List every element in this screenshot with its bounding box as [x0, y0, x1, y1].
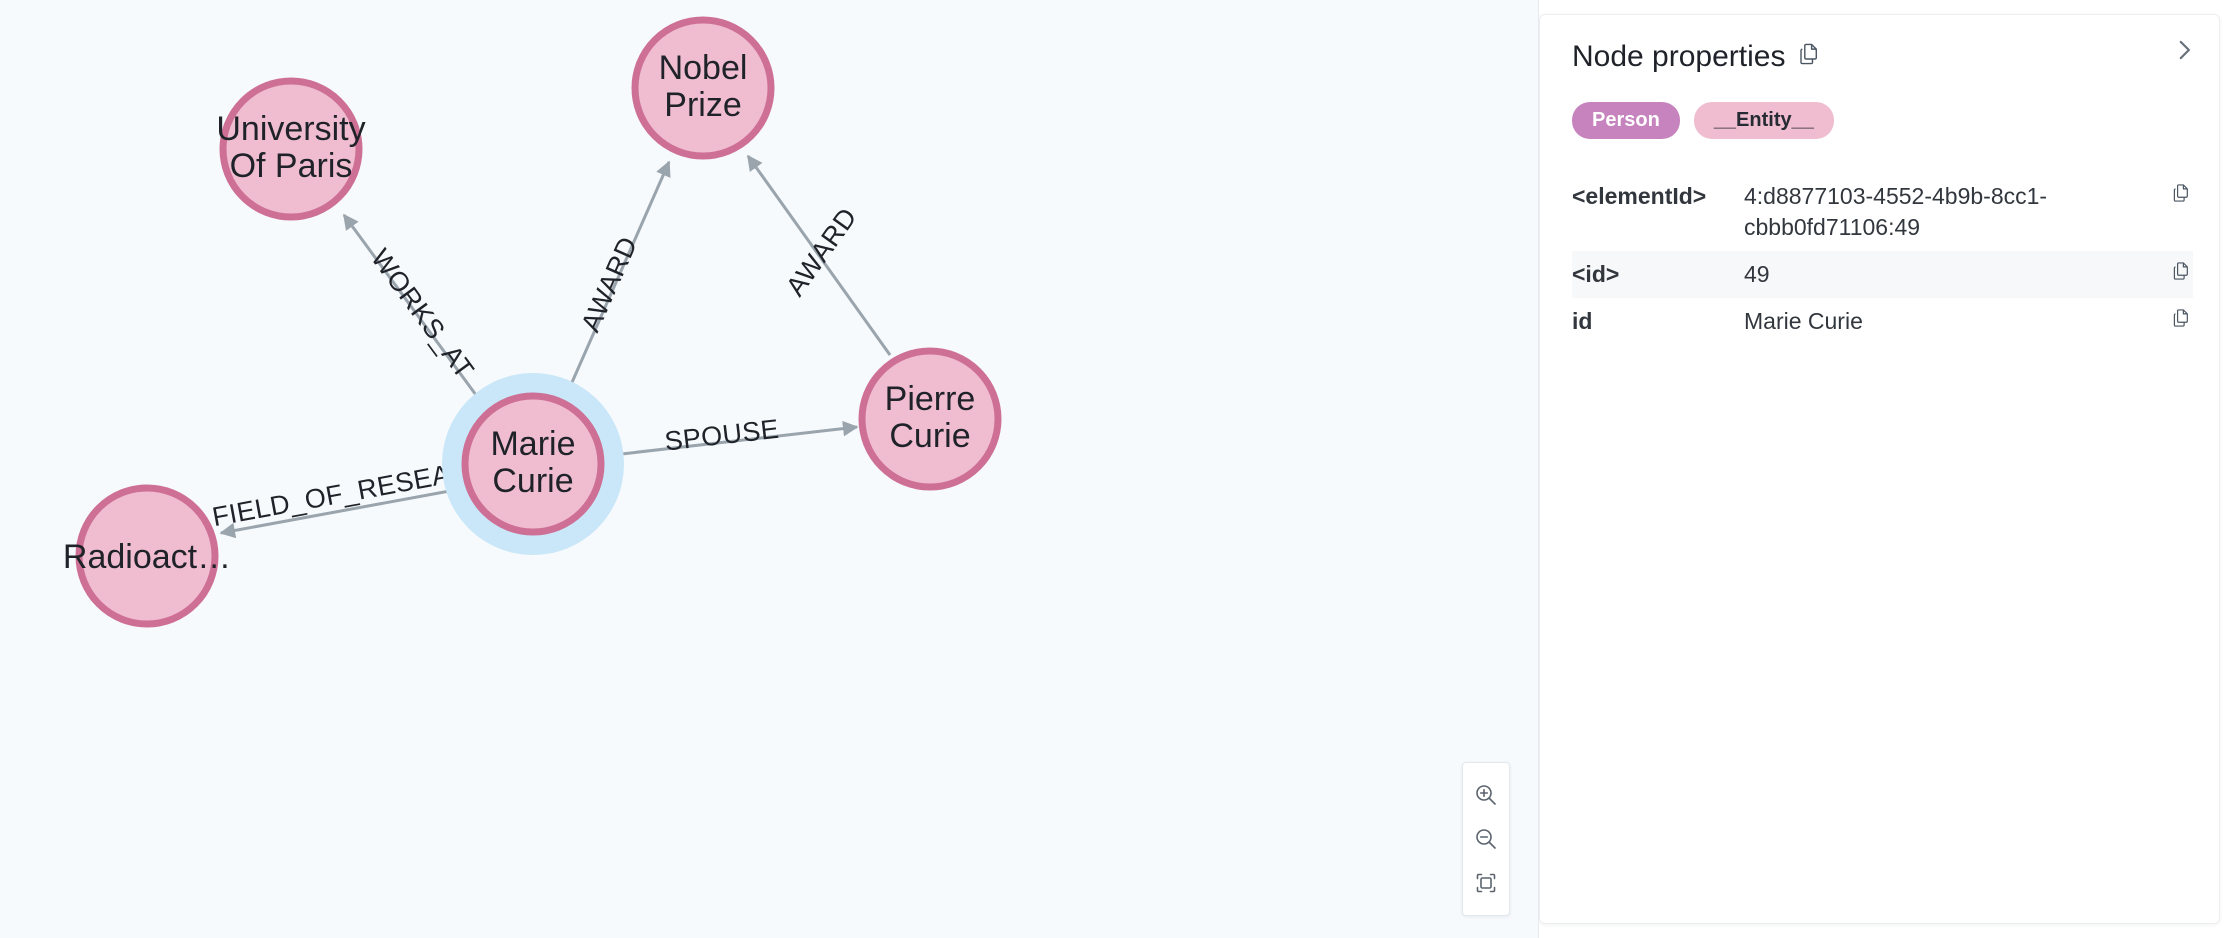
zoom-out-button[interactable]: [1463, 817, 1509, 861]
table-row: <elementId> 4:d8877103-4552-4b9b-8cc1-cb…: [1572, 173, 2193, 251]
collapse-panel-button[interactable]: [2167, 33, 2201, 67]
property-key: <elementId>: [1572, 183, 1707, 209]
fit-to-screen-button[interactable]: [1463, 861, 1509, 905]
graph-node-marie-curie[interactable]: Marie Curie: [442, 373, 624, 555]
property-value: 49: [1744, 261, 1770, 288]
property-copy-cell: [2153, 298, 2193, 345]
chevron-right-icon: [2179, 40, 2190, 60]
node-label-chip-entity[interactable]: __Entity__: [1693, 102, 1834, 139]
node-label-line: Pierre: [885, 380, 976, 418]
edge-award-pierre[interactable]: AWARD: [746, 154, 892, 356]
property-copy-cell: [2153, 251, 2193, 298]
zoom-in-button[interactable]: [1463, 773, 1509, 817]
zoom-in-icon: [1476, 785, 1496, 805]
nodes-layer: University Of Paris Nobel Prize Pierre C…: [63, 16, 1002, 628]
fit-to-screen-icon: [1476, 873, 1496, 893]
edge-spouse[interactable]: SPOUSE: [603, 414, 859, 458]
node-label-line: Radioact…: [63, 538, 231, 576]
edge-label-spouse: SPOUSE: [663, 414, 781, 457]
property-value: Marie Curie: [1744, 308, 1863, 335]
copy-icon[interactable]: [2171, 181, 2193, 212]
property-value: 4:d8877103-4552-4b9b-8cc1-cbbb0fd71106:4…: [1744, 183, 2048, 241]
node-label-line: Curie: [492, 462, 573, 500]
graph-node-radioactivity[interactable]: Radioact…: [63, 484, 231, 628]
panel-header: Node properties: [1572, 41, 2193, 72]
panel-title: Node properties: [1572, 39, 1786, 73]
node-label-line: Marie: [490, 425, 575, 463]
graph-canvas[interactable]: WORKS_AT AWARD AWARD SPOUSE: [0, 0, 1538, 938]
graph-visualization[interactable]: WORKS_AT AWARD AWARD SPOUSE: [0, 0, 1538, 938]
node-label-chip-person[interactable]: Person: [1572, 102, 1680, 139]
panel-inner: Node properties Person __Entity__: [1539, 14, 2220, 924]
property-key: id: [1572, 308, 1593, 335]
copy-icon[interactable]: [2171, 259, 2193, 290]
copy-all-icon[interactable]: [1797, 41, 1823, 72]
property-copy-cell: [2153, 173, 2193, 251]
copy-icon[interactable]: [2171, 306, 2193, 337]
edge-works-at[interactable]: WORKS_AT: [342, 213, 489, 411]
graph-node-nobel-prize[interactable]: Nobel Prize: [631, 16, 775, 160]
edge-label-works-at: WORKS_AT: [365, 243, 480, 384]
zoom-out-icon: [1476, 829, 1496, 849]
node-properties-panel: Node properties Person __Entity__: [1538, 0, 2232, 938]
graph-node-university-of-paris[interactable]: University Of Paris: [216, 77, 366, 221]
node-label-line: Nobel: [659, 49, 748, 87]
node-properties-table: <elementId> 4:d8877103-4552-4b9b-8cc1-cb…: [1572, 173, 2193, 345]
table-row: <id> 49: [1572, 251, 2193, 299]
node-label-line: University: [216, 110, 365, 148]
node-label-line: Prize: [664, 86, 741, 124]
edge-award-marie[interactable]: AWARD: [564, 160, 671, 397]
zoom-controls: [1462, 762, 1510, 916]
table-row: id Marie Curie: [1572, 298, 2193, 345]
graph-node-pierre-curie[interactable]: Pierre Curie: [858, 347, 1002, 491]
node-label-line: Of Paris: [230, 147, 353, 185]
property-key: <id>: [1572, 261, 1620, 288]
node-label-chips: Person __Entity__: [1572, 102, 2193, 139]
edge-field-of-research[interactable]: FIELD_OF_RESEA…: [210, 454, 480, 539]
node-label-line: Curie: [889, 417, 970, 455]
edge-label-award-marie: AWARD: [575, 232, 643, 336]
